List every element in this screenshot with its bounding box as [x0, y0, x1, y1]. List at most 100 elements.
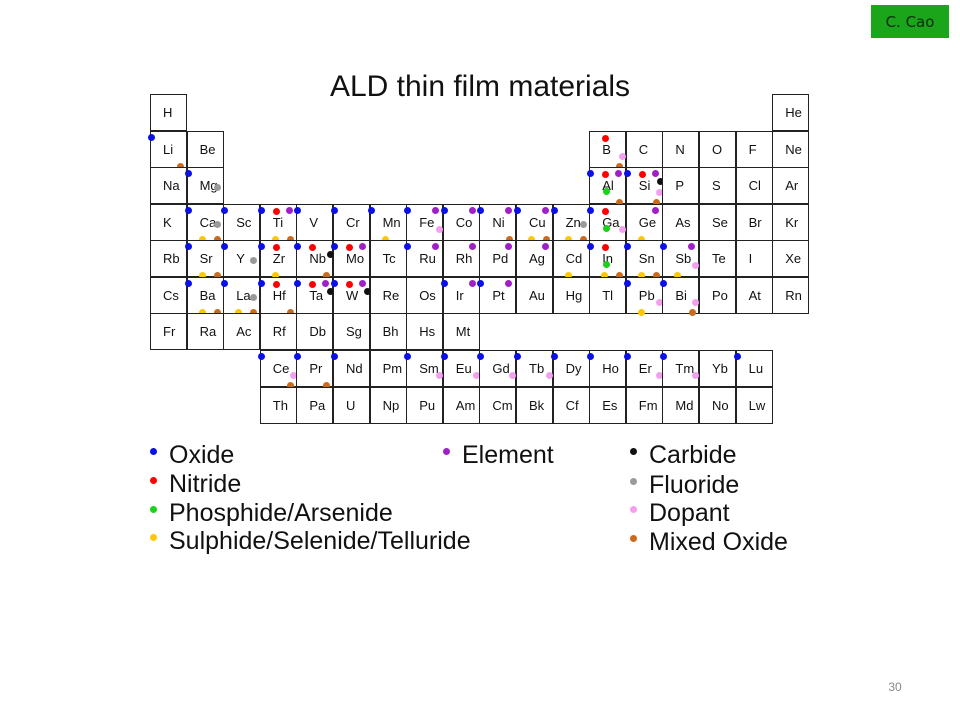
- legend-dot-icon: [630, 535, 637, 542]
- element-symbol: S: [712, 178, 721, 193]
- element-cell-cs: Cs: [150, 277, 187, 314]
- element-cell-po: Po: [699, 277, 736, 314]
- element-cell-rb: Rb: [150, 240, 187, 277]
- mixed-marker-dot: [323, 272, 331, 279]
- sulphide-marker-dot: [271, 236, 279, 243]
- element-symbol: Hg: [565, 288, 583, 303]
- carbide-marker-dot: [327, 251, 335, 258]
- element-symbol: Mt: [455, 324, 471, 339]
- element-cell-am: Am: [442, 387, 480, 424]
- element-cell-bh: Bh: [369, 313, 407, 350]
- element-symbol: Pa: [309, 398, 326, 413]
- element-symbol: Ru: [419, 251, 436, 266]
- element-marker-dot: [468, 207, 476, 214]
- sulphide-marker-dot: [637, 236, 645, 243]
- element-cell-be: Be: [186, 131, 224, 168]
- dopant-marker-dot: [619, 153, 627, 160]
- oxide-marker-dot: [477, 207, 485, 214]
- element-symbol: Mo: [346, 251, 365, 266]
- element-symbol: Cl: [748, 178, 761, 193]
- oxide-marker-dot: [440, 280, 448, 287]
- legend-item-mixed: Mixed Oxide: [630, 528, 788, 557]
- element-symbol: Yb: [712, 361, 728, 376]
- element-symbol: Dy: [565, 361, 582, 376]
- fluoride-marker-dot: [579, 221, 587, 228]
- element-cell-db: Db: [296, 313, 334, 350]
- element-marker-dot: [432, 243, 440, 250]
- nitride-marker-dot: [346, 281, 353, 288]
- element-symbol: Sr: [199, 251, 213, 266]
- element-cell-pm: Pm: [369, 350, 407, 387]
- element-cell-ar: Ar: [772, 167, 810, 204]
- nitride-marker-dot: [272, 244, 280, 251]
- element-symbol: Cd: [565, 251, 583, 266]
- element-symbol: No: [712, 398, 729, 413]
- element-cell-ge: Ge: [625, 204, 663, 241]
- oxide-marker-dot: [587, 207, 595, 214]
- element-symbol: Ge: [638, 215, 657, 230]
- mixed-marker-dot: [213, 309, 221, 316]
- oxide-marker-dot: [587, 170, 595, 177]
- element-marker-dot: [651, 170, 659, 177]
- element-symbol: Np: [382, 398, 400, 413]
- phosphide-marker-dot: [603, 225, 611, 232]
- element-symbol: U: [346, 398, 356, 413]
- element-cell-cr: Cr: [333, 204, 370, 241]
- sulphide-marker-dot: [235, 309, 243, 316]
- element-symbol: V: [309, 215, 319, 230]
- element-cell-md: Md: [662, 387, 700, 424]
- mixed-marker-dot: [579, 236, 587, 243]
- dopant-marker-dot: [509, 372, 517, 379]
- mixed-marker-dot: [616, 163, 624, 170]
- dopant-marker-dot: [692, 262, 700, 269]
- mixed-marker-dot: [506, 236, 514, 243]
- element-symbol: Ag: [529, 251, 545, 266]
- nitride-marker-dot: [309, 281, 317, 288]
- element-cell-v: V: [296, 204, 334, 241]
- element-symbol: Tm: [675, 361, 695, 376]
- mixed-marker-dot: [652, 272, 660, 279]
- sulphide-marker-dot: [381, 236, 389, 243]
- legend-label: Phosphide/Arsenide: [169, 499, 393, 527]
- legend-item-sulphide: Sulphide/Selenide/Telluride: [150, 527, 471, 556]
- dopant-marker-dot: [655, 189, 663, 196]
- carbide-marker-dot: [327, 288, 335, 295]
- sulphide-marker-dot: [198, 236, 206, 243]
- element-symbol: Te: [712, 251, 726, 266]
- element-symbol: Na: [163, 178, 180, 193]
- element-cell-pr: Pr: [296, 350, 334, 387]
- element-cell-as: As: [662, 204, 700, 241]
- element-marker-dot: [505, 207, 513, 214]
- element-cell-o: O: [699, 131, 736, 168]
- element-symbol: In: [602, 251, 614, 266]
- element-symbol: Mn: [382, 215, 401, 230]
- element-symbol: Hs: [419, 324, 436, 339]
- element-symbol: Pu: [419, 398, 436, 413]
- mixed-marker-dot: [652, 199, 660, 206]
- element-symbol: Au: [529, 288, 545, 303]
- element-cell-sm: Sm: [406, 350, 444, 387]
- element-symbol: Os: [419, 288, 436, 303]
- element-cell-gd: Gd: [479, 350, 517, 387]
- dopant-marker-dot: [546, 372, 553, 379]
- element-symbol: Ba: [199, 288, 216, 303]
- element-symbol: Nb: [309, 251, 327, 266]
- dopant-marker-dot: [436, 372, 444, 379]
- fluoride-marker-dot: [250, 294, 258, 301]
- element-cell-re: Re: [369, 277, 407, 314]
- element-marker-dot: [505, 243, 513, 250]
- element-cell-se: Se: [699, 204, 736, 241]
- oxide-marker-dot: [221, 280, 229, 287]
- element-symbol: W: [346, 288, 359, 303]
- element-symbol: Pb: [638, 288, 655, 303]
- slide-title: ALD thin film materials: [329, 70, 631, 103]
- element-symbol: Sc: [236, 215, 252, 230]
- element-cell-s: S: [699, 167, 736, 204]
- element-cell-cm: Cm: [479, 387, 517, 424]
- element-cell-lu: Lu: [735, 350, 773, 387]
- oxide-marker-dot: [477, 353, 485, 360]
- element-symbol: Fe: [419, 215, 435, 230]
- element-symbol: Th: [272, 398, 288, 413]
- element-symbol: Sn: [638, 251, 655, 266]
- element-marker-dot: [432, 207, 440, 214]
